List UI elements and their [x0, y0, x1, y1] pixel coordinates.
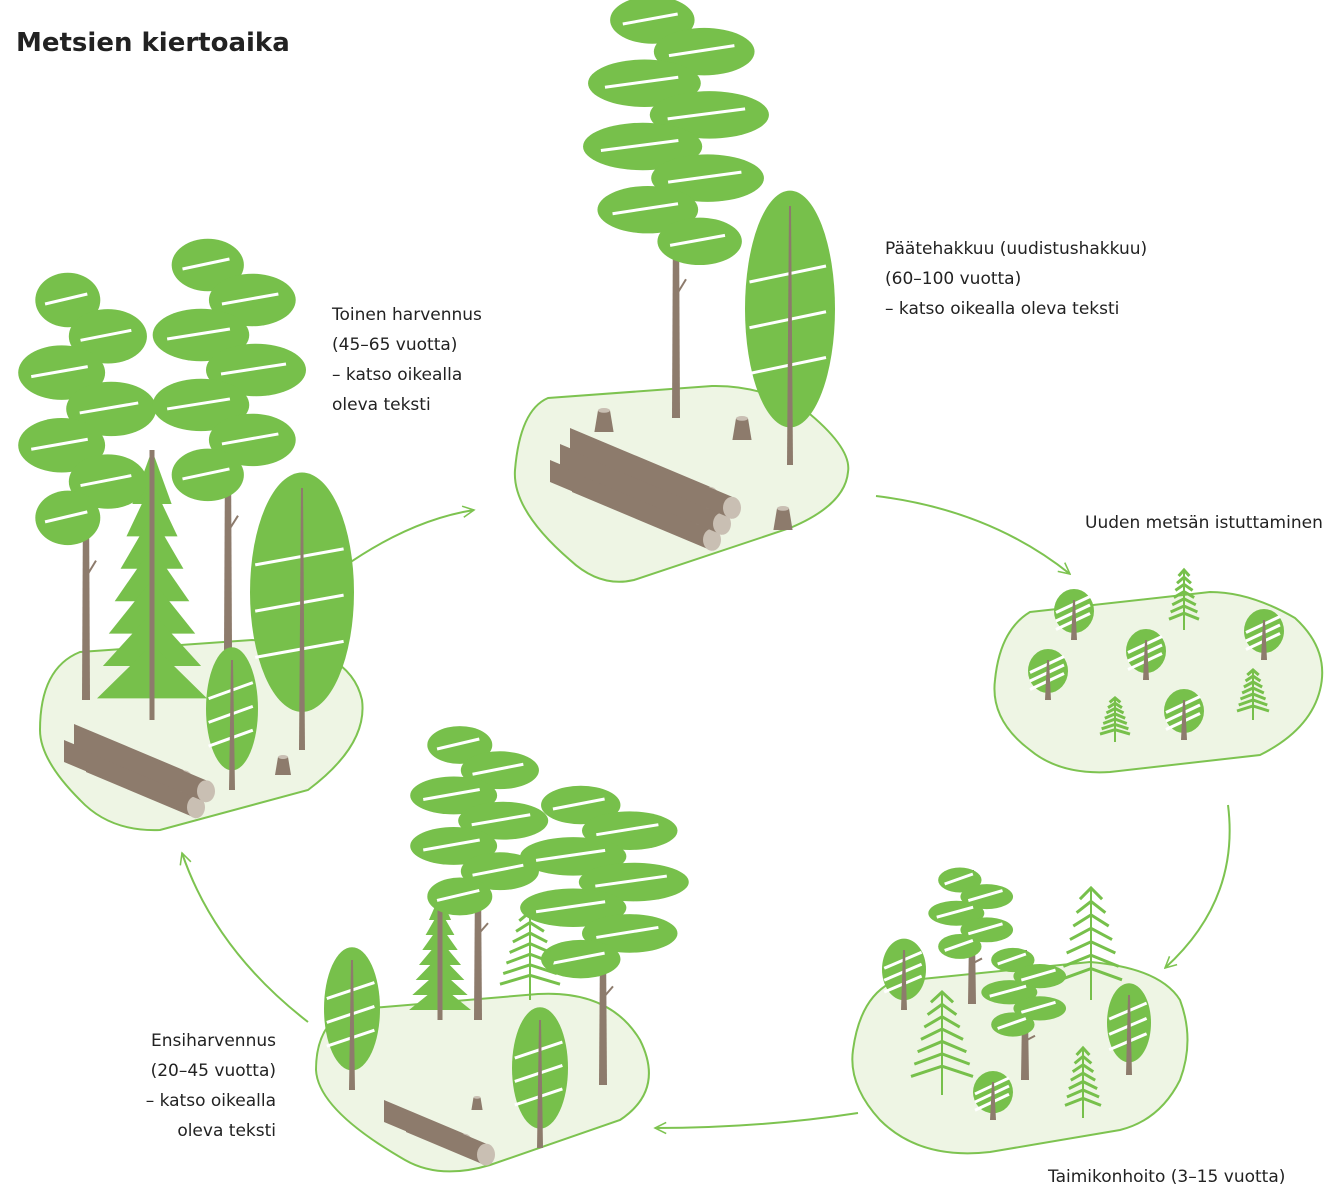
label-line: Uuden metsän istuttaminen	[1085, 513, 1323, 533]
log-pile-icon	[64, 724, 215, 819]
deciduous-tree-icon	[324, 947, 380, 1090]
label-ensiharvennus: Ensiharvennus (20–45 vuotta) – katso oik…	[86, 1026, 276, 1146]
label-paatehakkuu: Päätehakkuu (uudistushakkuu) (60–100 vuo…	[885, 234, 1147, 324]
log-pile-icon	[550, 428, 741, 551]
cycle-arrows	[182, 495, 1231, 1128]
label-taimikonhoito: Taimikonhoito (3–15 vuotta)	[1048, 1162, 1285, 1192]
spruce-tree-icon	[1236, 668, 1270, 720]
deciduous-tree-icon	[745, 190, 835, 465]
arrow-to-taimikonhoito	[1165, 804, 1231, 968]
deciduous-tree-icon	[206, 647, 258, 790]
label-line: (20–45 vuotta)	[150, 1061, 276, 1081]
tree-stump-icon	[594, 408, 614, 432]
label-line: – katso oikealla	[332, 365, 463, 385]
spruce-tree-icon	[1099, 696, 1131, 742]
deciduous-tree-icon	[1244, 609, 1284, 660]
spruce-tree-icon	[910, 989, 974, 1095]
deciduous-tree-icon	[512, 1007, 568, 1148]
tree-stump-icon	[773, 506, 793, 530]
page-title: Metsien kiertoaika	[16, 28, 290, 58]
deciduous-tree-icon	[1126, 629, 1166, 680]
deciduous-tree-icon	[1054, 589, 1094, 640]
pine-tree-icon	[583, 0, 769, 418]
tree-stump-icon	[471, 1096, 483, 1110]
label-line: Toinen harvennus	[332, 305, 482, 325]
arrow-to-paatehakkuu	[341, 510, 474, 569]
spruce-tree-icon	[1059, 885, 1123, 1000]
label-line: – katso oikealla oleva teksti	[885, 299, 1120, 319]
log-pile-icon	[384, 1100, 495, 1166]
spruce-tree-icon	[409, 895, 471, 1020]
arrow-to-istuttaminen	[875, 495, 1070, 574]
pine-tree-icon	[520, 785, 689, 1085]
pine-tree-icon	[928, 867, 1014, 1004]
label-toinen-harvennus: Toinen harvennus (45–65 vuotta) – katso …	[332, 300, 482, 420]
label-line: (60–100 vuotta)	[885, 269, 1022, 289]
pine-tree-icon	[18, 272, 157, 700]
deciduous-tree-icon	[1107, 983, 1151, 1075]
deciduous-tree-icon	[882, 938, 926, 1010]
label-line: Ensiharvennus	[151, 1031, 276, 1051]
deciduous-tree-icon	[1164, 689, 1204, 740]
arrow-to-toinen-harvennus	[182, 853, 309, 1023]
deciduous-tree-icon	[1028, 649, 1068, 700]
label-line: Päätehakkuu (uudistushakkuu)	[885, 239, 1148, 259]
label-line: oleva teksti	[177, 1121, 276, 1141]
spruce-tree-icon	[499, 910, 561, 1000]
spruce-tree-icon	[1064, 1045, 1102, 1118]
label-istuttaminen: Uuden metsän istuttaminen	[1085, 508, 1323, 538]
spruce-tree-icon	[97, 450, 207, 720]
pine-tree-icon	[981, 947, 1067, 1080]
label-line: – katso oikealla	[145, 1091, 276, 1111]
deciduous-tree-icon	[973, 1071, 1013, 1120]
arrow-to-ensiharvennus	[655, 1112, 859, 1128]
tree-stump-icon	[732, 416, 752, 440]
label-line: (45–65 vuotta)	[332, 335, 458, 355]
pine-tree-icon	[152, 238, 306, 650]
label-line: Taimikonhoito (3–15 vuotta)	[1048, 1167, 1286, 1187]
spruce-tree-icon	[1168, 567, 1200, 630]
deciduous-tree-icon	[250, 472, 354, 750]
label-line: oleva teksti	[332, 395, 431, 415]
tree-stump-icon	[275, 755, 291, 775]
pine-tree-icon	[410, 726, 549, 1020]
